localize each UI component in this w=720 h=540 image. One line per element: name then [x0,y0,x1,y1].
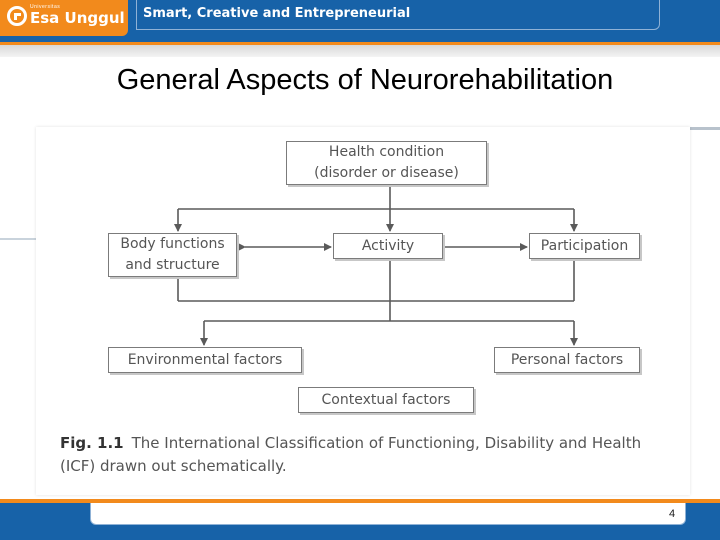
footer-orange-stripe [0,499,720,503]
logo-mark-icon [7,6,27,26]
caption-label: Fig. 1.1 [60,434,124,452]
left-divider [0,238,36,240]
page-number: 4 [668,508,676,520]
caption-text: The International Classification of Func… [60,434,642,475]
box-environmental-factors: Environmental factors [108,347,302,373]
right-divider [690,127,720,130]
box-body-functions: Body functions and structure [108,233,237,277]
header-grey-band [0,45,720,57]
logo-small-text: Universitas [30,4,61,10]
footer-bar [90,503,686,525]
box-contextual-factors: Contextual factors [298,387,474,413]
university-logo: Universitas Esa Unggul [0,0,128,36]
box-participation: Participation [529,233,640,259]
banner-outline [136,0,660,30]
logo-text: Esa Unggul [30,9,125,27]
box-health-condition: Health condition (disorder or disease) [286,141,487,185]
university-tagline: Smart, Creative and Entrepreneurial [143,6,411,21]
header-orange-stripe [0,42,720,45]
icf-figure: Health condition (disorder or disease) B… [36,127,690,495]
slide-title: General Aspects of Neurorehabilitation [116,64,614,96]
box-activity: Activity [333,233,443,259]
box-personal-factors: Personal factors [494,347,640,373]
diagram-connectors [174,180,578,346]
